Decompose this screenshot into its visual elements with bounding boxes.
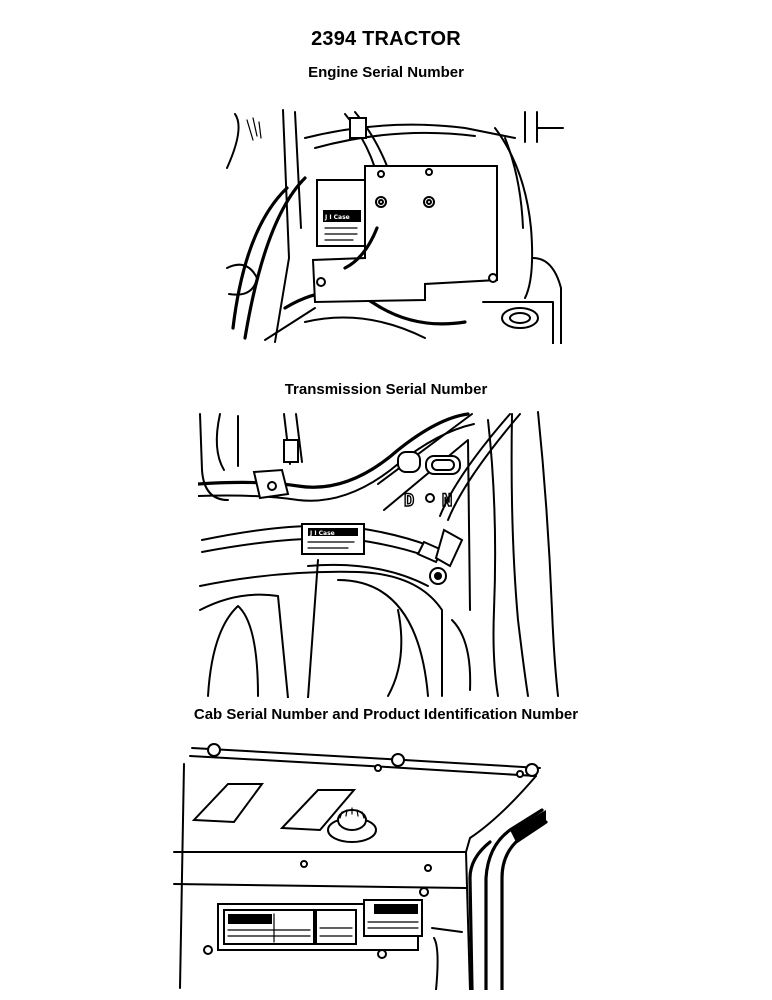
cab-serial-illustration bbox=[173, 743, 548, 990]
transmission-serial-plate: J I Case bbox=[301, 523, 365, 555]
engine-serial-caption: Engine Serial Number bbox=[308, 64, 464, 81]
cab-roof-lines bbox=[173, 743, 548, 990]
engine-serial-illustration: J I Case bbox=[226, 109, 564, 344]
cab-serial-caption: Cab Serial Number and Product Identifica… bbox=[193, 706, 579, 723]
engine-plate-logo: J I Case bbox=[324, 214, 350, 221]
transmission-background-lines: D N bbox=[198, 411, 559, 698]
transmission-serial-caption: Transmission Serial Number bbox=[284, 381, 488, 398]
transmission-serial-illustration: D N J I Case bbox=[198, 411, 559, 698]
engine-cover-panel bbox=[311, 165, 498, 304]
cab-serial-plates bbox=[217, 899, 423, 951]
engine-background-lines bbox=[226, 109, 564, 344]
drive-gear-label: D bbox=[404, 491, 414, 511]
transmission-plate-logo: J I Case bbox=[309, 530, 335, 537]
page-title: 2394 TRACTOR bbox=[311, 28, 461, 50]
